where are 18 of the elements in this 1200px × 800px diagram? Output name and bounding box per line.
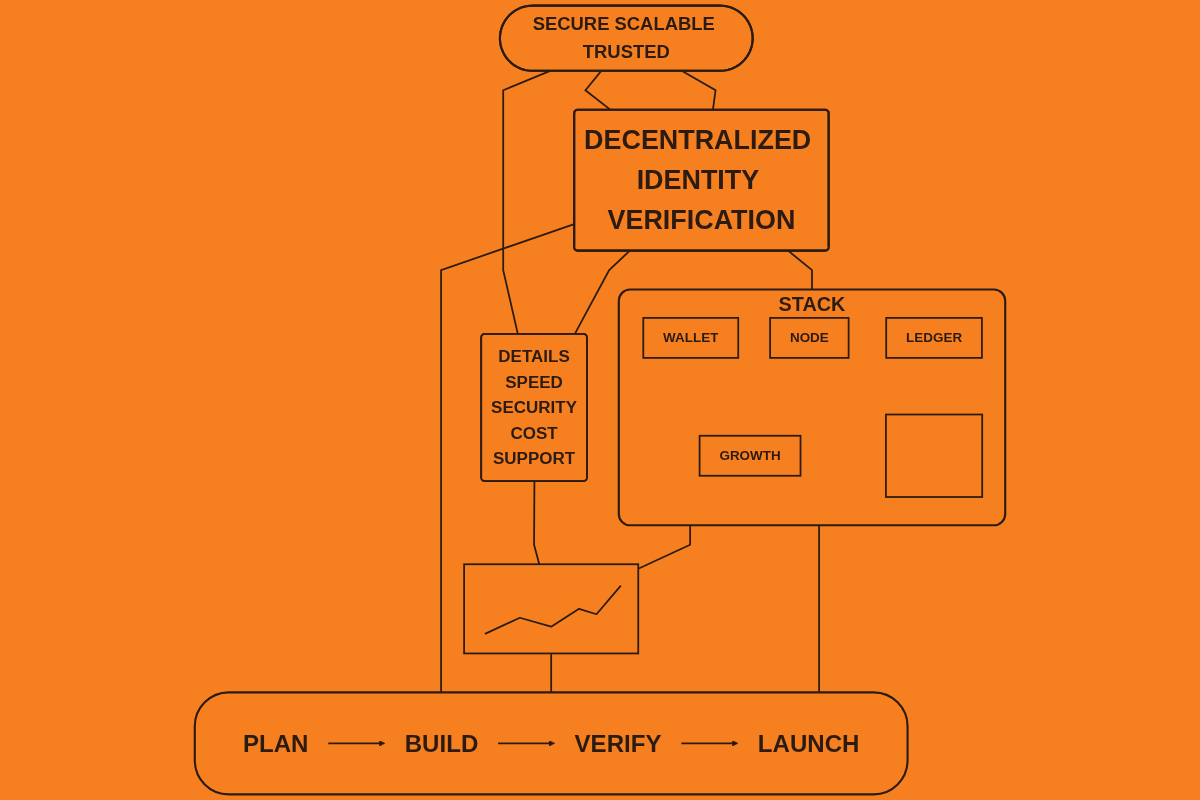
line-chart-box: [463, 563, 640, 655]
grid-cell: [885, 413, 984, 498]
step-label: VERIFY: [574, 729, 662, 757]
checklist-panel: DETAILS SPEED SECURITY COST SUPPORT: [480, 332, 588, 482]
grid-cell: WALLET: [642, 317, 740, 359]
title-box: DECENTRALIZED IDENTITY VERIFICATION: [573, 108, 830, 252]
step-label: BUILD: [404, 729, 479, 757]
grid-cell: GROWTH: [698, 434, 802, 477]
grid-cell: NODE: [769, 317, 850, 359]
banner-pill: SECURE SCALABLE TRUSTED: [498, 4, 754, 72]
step-label: PLAN: [242, 729, 309, 757]
connector-line: [533, 480, 541, 566]
step-label: LAUNCH: [757, 729, 860, 757]
process-band: [193, 691, 909, 796]
arrow: [497, 740, 555, 747]
arrow: [327, 740, 386, 747]
grid-cell: LEDGER: [885, 317, 983, 359]
arrow: [680, 740, 739, 747]
